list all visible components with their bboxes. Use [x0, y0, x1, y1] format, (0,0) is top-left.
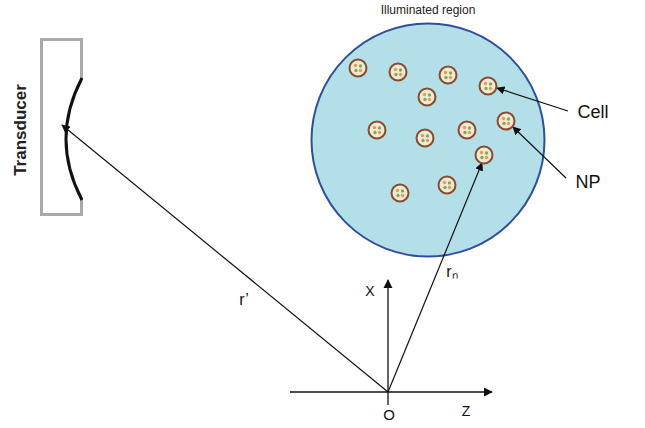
callout-label: Cell — [577, 103, 608, 121]
cell-membrane — [392, 185, 409, 202]
cell-membrane — [480, 78, 497, 95]
cell-membrane — [459, 122, 476, 139]
cell-leader — [497, 88, 568, 111]
region-outline — [310, 22, 546, 258]
nanoparticle — [489, 82, 492, 85]
nanoparticle — [426, 134, 429, 137]
nanoparticle — [394, 73, 397, 76]
nanoparticle — [421, 134, 424, 137]
nanoparticle — [484, 87, 487, 90]
vector-label: rₙ — [446, 264, 457, 280]
cell-membrane — [369, 122, 386, 139]
nanoparticle — [443, 181, 446, 184]
cell-membrane — [390, 64, 407, 81]
cell — [476, 147, 493, 164]
nanoparticle — [484, 82, 487, 85]
nanoparticle — [507, 122, 510, 125]
nanoparticle — [449, 76, 452, 79]
nanoparticle — [489, 87, 492, 90]
nanoparticle — [428, 98, 431, 101]
callout-label: NP — [575, 173, 600, 191]
cell — [459, 122, 476, 139]
cell — [392, 185, 409, 202]
axis-label: X — [365, 284, 374, 298]
transducer-face — [66, 78, 82, 200]
nanoparticle — [378, 126, 381, 129]
nanoparticle — [423, 98, 426, 101]
nanoparticle — [443, 186, 446, 189]
nanoparticle — [394, 68, 397, 71]
nanoparticle — [396, 189, 399, 192]
nanoparticle — [399, 68, 402, 71]
device-label: Transducer — [11, 84, 31, 176]
nanoparticle — [359, 64, 362, 67]
cell — [417, 130, 434, 147]
illuminated-region: Illuminated region — [310, 22, 546, 258]
vector-label: r’ — [239, 292, 248, 308]
nanoparticle — [396, 194, 399, 197]
vector-r-prime — [62, 125, 388, 392]
cell-membrane — [440, 67, 457, 84]
nanoparticle — [399, 73, 402, 76]
transducer-face-fill — [67, 78, 84, 200]
nanoparticle — [373, 126, 376, 129]
region-title: Illuminated region — [381, 3, 476, 17]
cell-membrane — [350, 60, 367, 77]
cell-membrane — [419, 89, 436, 106]
nanoparticle — [502, 122, 505, 125]
axis-label: Z — [462, 404, 471, 418]
nanoparticle — [502, 117, 505, 120]
nanoparticle — [401, 194, 404, 197]
nanoparticle — [485, 151, 488, 154]
nanoparticle — [378, 131, 381, 134]
nanoparticle — [463, 126, 466, 129]
transducer-housing: Transducer — [40, 38, 83, 216]
nanoparticle — [373, 131, 376, 134]
cell-membrane — [439, 177, 456, 194]
nanoparticle — [463, 131, 466, 134]
cell — [440, 67, 457, 84]
vector-r-n — [388, 163, 482, 392]
cell — [390, 64, 407, 81]
cell — [419, 89, 436, 106]
np-leader — [513, 127, 566, 178]
nanoparticle — [354, 69, 357, 72]
x-axis — [387, 280, 388, 405]
cell — [498, 113, 515, 130]
nanoparticle — [507, 117, 510, 120]
cell — [369, 122, 386, 139]
origin-label: O — [383, 407, 395, 422]
nanoparticle — [480, 151, 483, 154]
nanoparticle — [468, 126, 471, 129]
nanoparticle — [449, 71, 452, 74]
region-circle — [312, 24, 545, 257]
z-axis — [290, 391, 492, 392]
cell-membrane — [417, 130, 434, 147]
nanoparticle — [359, 69, 362, 72]
nanoparticle — [428, 93, 431, 96]
cell-membrane — [476, 147, 493, 164]
cells — [350, 60, 515, 202]
nanoparticle — [448, 186, 451, 189]
cell-membrane — [498, 113, 515, 130]
nanoparticle — [448, 181, 451, 184]
nanoparticle — [468, 131, 471, 134]
cell — [480, 78, 497, 95]
nanoparticle — [480, 156, 483, 159]
nanoparticle — [444, 76, 447, 79]
nanoparticle — [401, 189, 404, 192]
nanoparticle — [423, 93, 426, 96]
nanoparticle — [426, 139, 429, 142]
nanoparticle — [354, 64, 357, 67]
nanoparticle — [485, 156, 488, 159]
cell — [439, 177, 456, 194]
nanoparticle — [444, 71, 447, 74]
nanoparticle — [421, 139, 424, 142]
cell — [350, 60, 367, 77]
